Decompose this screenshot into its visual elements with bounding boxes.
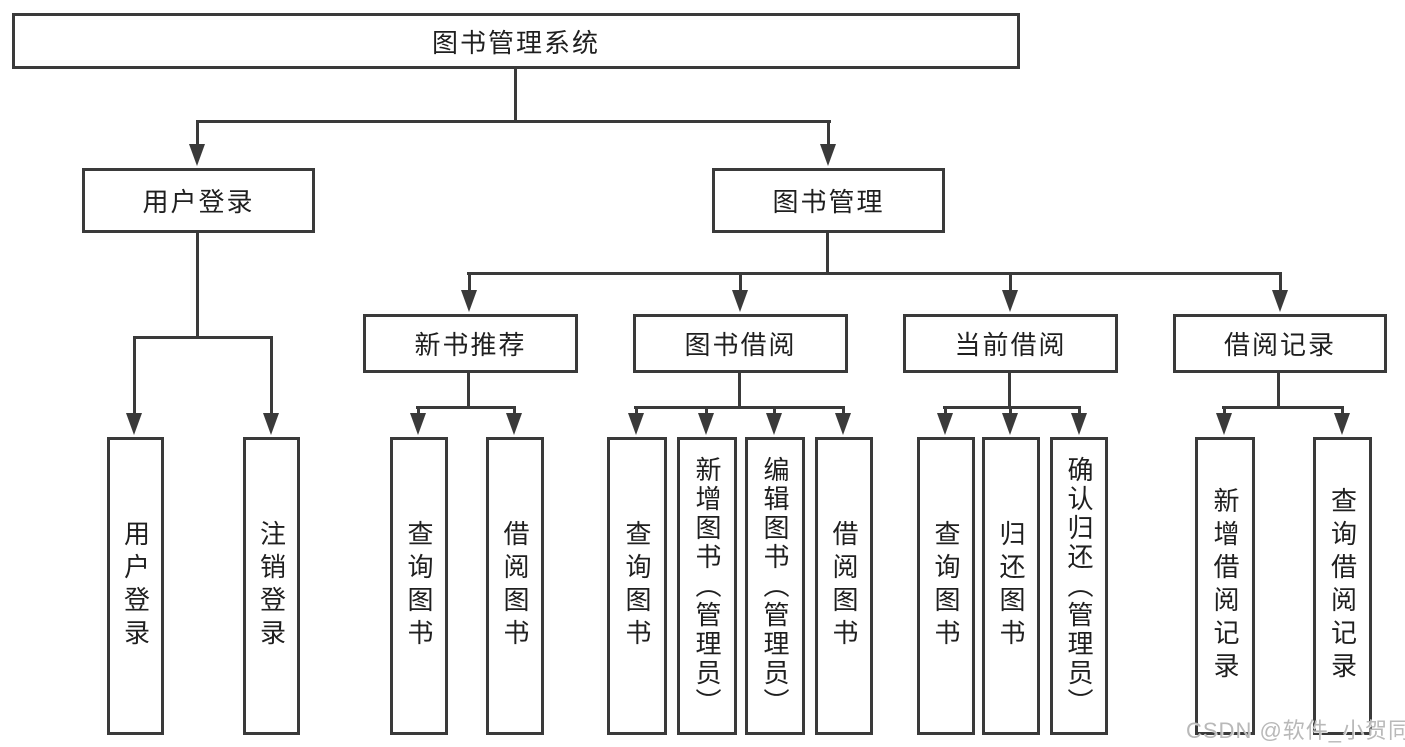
connector-line (467, 272, 1281, 275)
node-book-borrowing: 图书借阅 (633, 314, 848, 373)
leaf-query-books-1: 查询图书 (390, 437, 448, 735)
leaf-label: 注销登录 (256, 520, 287, 652)
node-label: 当前借阅 (954, 330, 1067, 360)
leaf-label: 归还图书 (996, 520, 1026, 652)
connector-line (1078, 406, 1081, 415)
leaf-label: 用户登录 (120, 520, 151, 652)
arrow-down-icon (189, 144, 205, 166)
leaf-label: 新增借阅记录 (1210, 487, 1240, 685)
connector-line (133, 336, 273, 339)
node-label: 借阅记录 (1223, 330, 1336, 360)
arrow-down-icon (937, 413, 953, 435)
connector-line (738, 373, 741, 409)
node-library-management-system: 图书管理系统 (12, 13, 1020, 69)
watermark: CSDN @软件_小贺同学 (1186, 718, 1405, 743)
leaf-label: 新增图书（管理员） (692, 455, 722, 717)
leaf-add-borrow-record: 新增借阅记录 (1195, 437, 1255, 735)
node-label: 图书借阅 (684, 330, 797, 360)
connector-line (635, 406, 638, 415)
connector-line (705, 406, 708, 415)
node-label: 图书管理系统 (431, 27, 600, 58)
leaf-return-book: 归还图书 (982, 437, 1040, 735)
connector-line (826, 232, 829, 274)
connector-line (1223, 406, 1226, 415)
leaf-label: 借阅图书 (829, 520, 859, 652)
node-borrowing-records: 借阅记录 (1173, 314, 1387, 373)
connector-line (1009, 272, 1012, 290)
node-label: 新书推荐 (414, 330, 527, 360)
arrow-down-icon (263, 413, 279, 435)
connector-line (196, 120, 199, 148)
leaf-confirm-return-admin: 确认归还（管理员） (1050, 437, 1108, 735)
leaf-label: 查询图书 (622, 520, 652, 652)
arrow-down-icon (835, 413, 851, 435)
connector-line (944, 406, 947, 415)
connector-line (1277, 373, 1280, 409)
leaf-label: 查询借阅记录 (1327, 487, 1358, 685)
arrow-down-icon (126, 413, 142, 435)
leaf-query-books-2: 查询图书 (607, 437, 667, 735)
connector-line (196, 120, 831, 123)
leaf-label: 查询图书 (931, 520, 961, 652)
node-user-login: 用户登录 (82, 168, 315, 233)
arrow-down-icon (1071, 413, 1087, 435)
connector-line (634, 406, 845, 409)
connector-line (842, 406, 845, 415)
node-label: 图书管理 (772, 187, 885, 217)
connector-line (739, 272, 742, 290)
leaf-user-login: 用户登录 (107, 437, 164, 735)
leaf-label: 确认归还（管理员） (1064, 455, 1094, 717)
arrow-down-icon (1002, 290, 1018, 312)
leaf-label: 查询图书 (404, 520, 434, 652)
connector-line (1279, 272, 1282, 290)
connector-line (943, 406, 1081, 409)
connector-line (467, 373, 470, 409)
arrow-down-icon (410, 413, 426, 435)
leaf-logout: 注销登录 (243, 437, 300, 735)
connector-line (133, 336, 136, 413)
node-label: 用户登录 (142, 187, 255, 217)
leaf-borrow-books-2: 借阅图书 (815, 437, 873, 735)
connector-line (514, 68, 517, 123)
connector-line (468, 272, 471, 290)
leaf-borrow-books-1: 借阅图书 (486, 437, 544, 735)
connector-line (773, 406, 776, 415)
connector-line (827, 120, 830, 148)
connector-line (270, 336, 273, 413)
arrow-down-icon (1272, 290, 1288, 312)
leaf-query-books-3: 查询图书 (917, 437, 975, 735)
arrow-down-icon (461, 290, 477, 312)
leaf-add-book-admin: 新增图书（管理员） (677, 437, 737, 735)
arrow-down-icon (766, 413, 782, 435)
connector-line (416, 406, 516, 409)
arrow-down-icon (820, 144, 836, 166)
arrow-down-icon (698, 413, 714, 435)
arrow-down-icon (1216, 413, 1232, 435)
arrow-down-icon (1334, 413, 1350, 435)
connector-line (1341, 406, 1344, 415)
node-new-book-recommendation: 新书推荐 (363, 314, 578, 373)
connector-line (196, 232, 199, 339)
leaf-label: 借阅图书 (500, 520, 530, 652)
arrow-down-icon (628, 413, 644, 435)
connector-line (513, 406, 516, 415)
connector-line (1008, 373, 1011, 409)
arrow-down-icon (1002, 413, 1018, 435)
node-current-borrowing: 当前借阅 (903, 314, 1118, 373)
arrow-down-icon (732, 290, 748, 312)
leaf-label: 编辑图书（管理员） (760, 455, 790, 717)
leaf-edit-book-admin: 编辑图书（管理员） (745, 437, 805, 735)
connector-line (1009, 406, 1012, 415)
connector-line (417, 406, 420, 415)
arrow-down-icon (506, 413, 522, 435)
node-book-management: 图书管理 (712, 168, 945, 233)
leaf-query-borrow-record: 查询借阅记录 (1313, 437, 1372, 735)
connector-line (1222, 406, 1344, 409)
